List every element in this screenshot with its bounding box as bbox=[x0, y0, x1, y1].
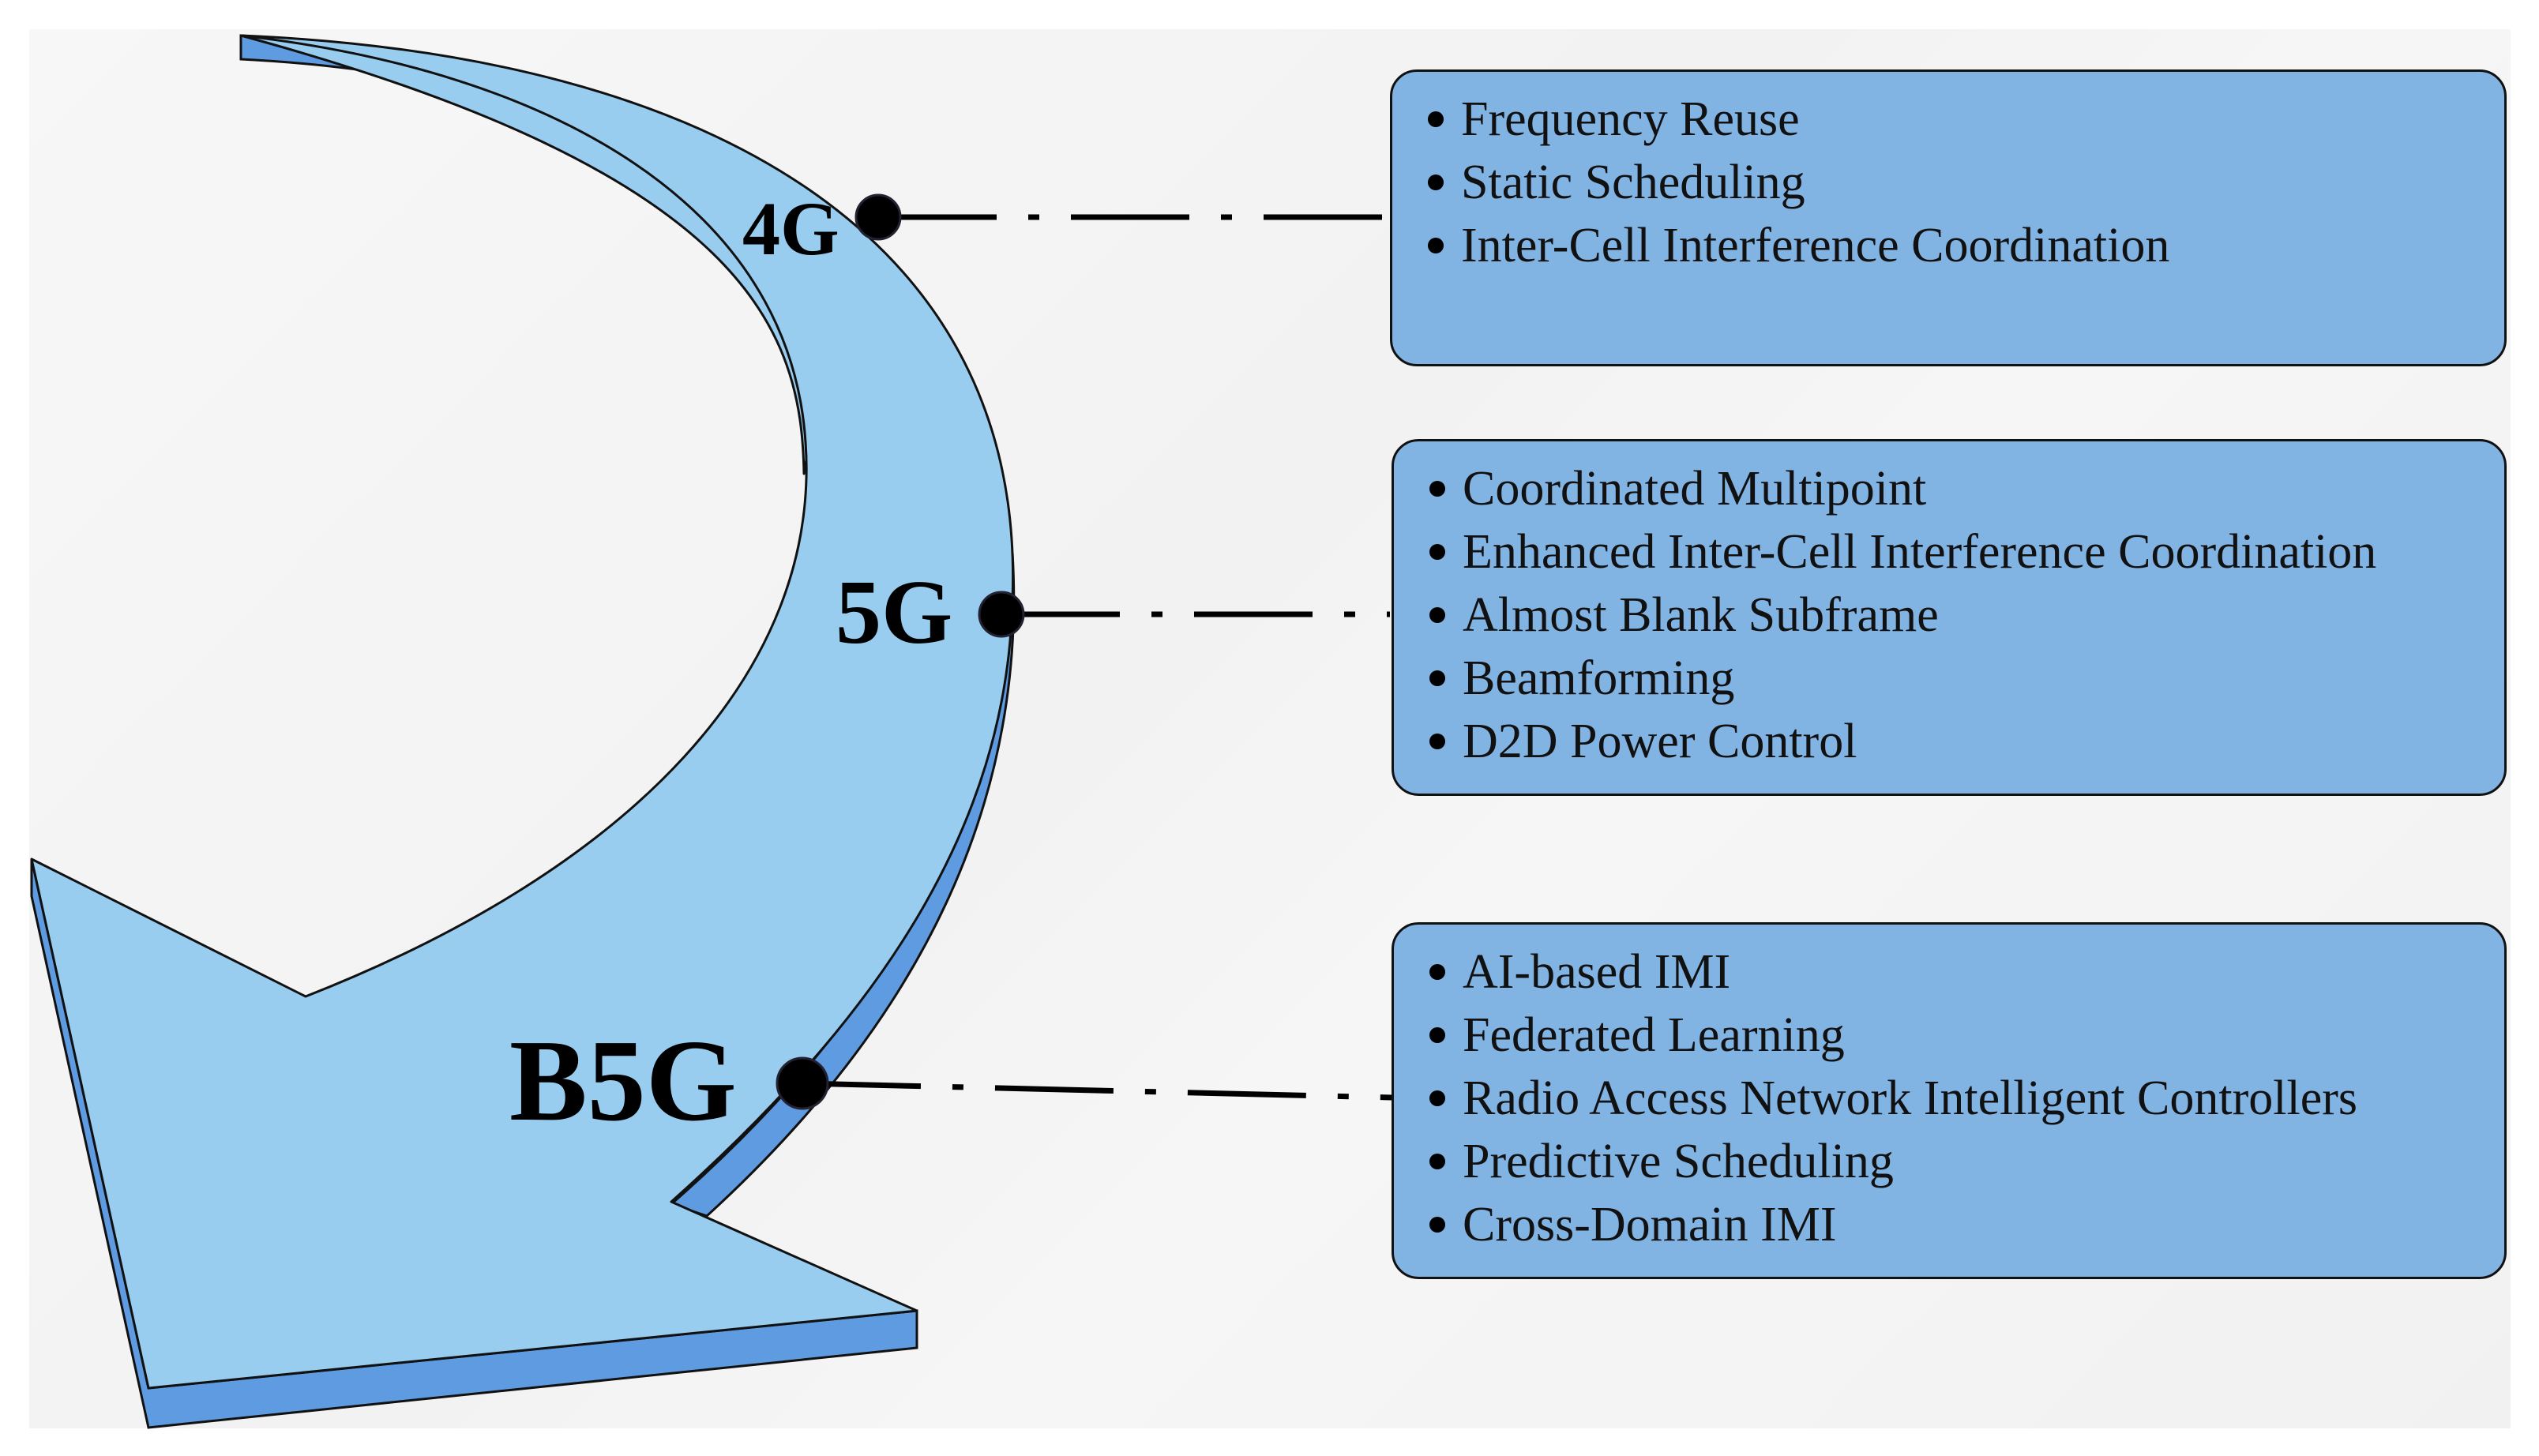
technique-label: Radio Access Network Intelligent Control… bbox=[1463, 1071, 2357, 1125]
milestone-dot-5g bbox=[978, 591, 1025, 638]
milestone-dot-4g bbox=[854, 193, 902, 241]
technique-label: D2D Power Control bbox=[1463, 715, 1857, 768]
technique-label: Federated Learning bbox=[1463, 1008, 1845, 1062]
techniques-box-4g: Frequency Reuse Static Scheduling Inter-… bbox=[1390, 69, 2507, 366]
connector-b5g bbox=[802, 1080, 1392, 1101]
technique-label: Coordinated Multipoint bbox=[1463, 462, 1927, 516]
bullet-icon bbox=[1429, 964, 1445, 980]
milestone-dot-b5g bbox=[776, 1056, 829, 1110]
bullet-icon bbox=[1428, 174, 1444, 190]
list-item: Federated Learning bbox=[1394, 1004, 2504, 1067]
technique-label: Beamforming bbox=[1463, 651, 1735, 705]
technique-label: Frequency Reuse bbox=[1461, 92, 1800, 146]
techniques-list-4g: Frequency Reuse Static Scheduling Inter-… bbox=[1392, 88, 2504, 277]
bullet-icon bbox=[1429, 1027, 1445, 1043]
bullet-icon bbox=[1429, 481, 1445, 497]
bullet-icon bbox=[1429, 1154, 1445, 1169]
list-item: Predictive Scheduling bbox=[1394, 1130, 2504, 1193]
generation-label-b5g: B5G bbox=[509, 1016, 737, 1146]
list-item: D2D Power Control bbox=[1394, 710, 2504, 773]
list-item: Enhanced Inter-Cell Interference Coordin… bbox=[1394, 520, 2504, 584]
technique-label: Cross-Domain IMI bbox=[1463, 1198, 1837, 1251]
bullet-icon bbox=[1429, 734, 1445, 749]
bullet-icon bbox=[1429, 1090, 1445, 1106]
technique-label: Inter-Cell Interference Coordination bbox=[1461, 219, 2170, 272]
bullet-icon bbox=[1429, 607, 1445, 623]
list-item: Radio Access Network Intelligent Control… bbox=[1394, 1067, 2504, 1130]
techniques-list-b5g: AI-based IMI Federated Learning Radio Ac… bbox=[1394, 940, 2504, 1256]
list-item: Frequency Reuse bbox=[1392, 88, 2504, 151]
techniques-list-5g: Coordinated Multipoint Enhanced Inter-Ce… bbox=[1394, 457, 2504, 773]
list-item: Cross-Domain IMI bbox=[1394, 1193, 2504, 1256]
bullet-icon bbox=[1429, 544, 1445, 560]
technique-label: Almost Blank Subframe bbox=[1463, 588, 1939, 642]
list-item: Inter-Cell Interference Coordination bbox=[1392, 214, 2504, 277]
arrow-face-main bbox=[30, 34, 1015, 1390]
technique-label: Static Scheduling bbox=[1461, 156, 1805, 209]
list-item: Coordinated Multipoint bbox=[1394, 457, 2504, 520]
bullet-icon bbox=[1429, 1217, 1445, 1233]
list-item: Static Scheduling bbox=[1392, 151, 2504, 214]
list-item: Almost Blank Subframe bbox=[1394, 584, 2504, 647]
list-item: Beamforming bbox=[1394, 647, 2504, 710]
bullet-icon bbox=[1429, 670, 1445, 686]
bullet-icon bbox=[1428, 238, 1444, 253]
bullet-icon bbox=[1428, 111, 1444, 127]
technique-label: Enhanced Inter-Cell Interference Coordin… bbox=[1463, 525, 2377, 579]
techniques-box-5g: Coordinated Multipoint Enhanced Inter-Ce… bbox=[1392, 439, 2507, 796]
list-item: AI-based IMI bbox=[1394, 940, 2504, 1004]
techniques-box-b5g: AI-based IMI Federated Learning Radio Ac… bbox=[1392, 922, 2507, 1279]
technique-label: Predictive Scheduling bbox=[1463, 1135, 1894, 1188]
generation-label-5g: 5G bbox=[836, 562, 953, 663]
technique-label: AI-based IMI bbox=[1463, 945, 1731, 999]
generation-label-4g: 4G bbox=[742, 186, 839, 271]
